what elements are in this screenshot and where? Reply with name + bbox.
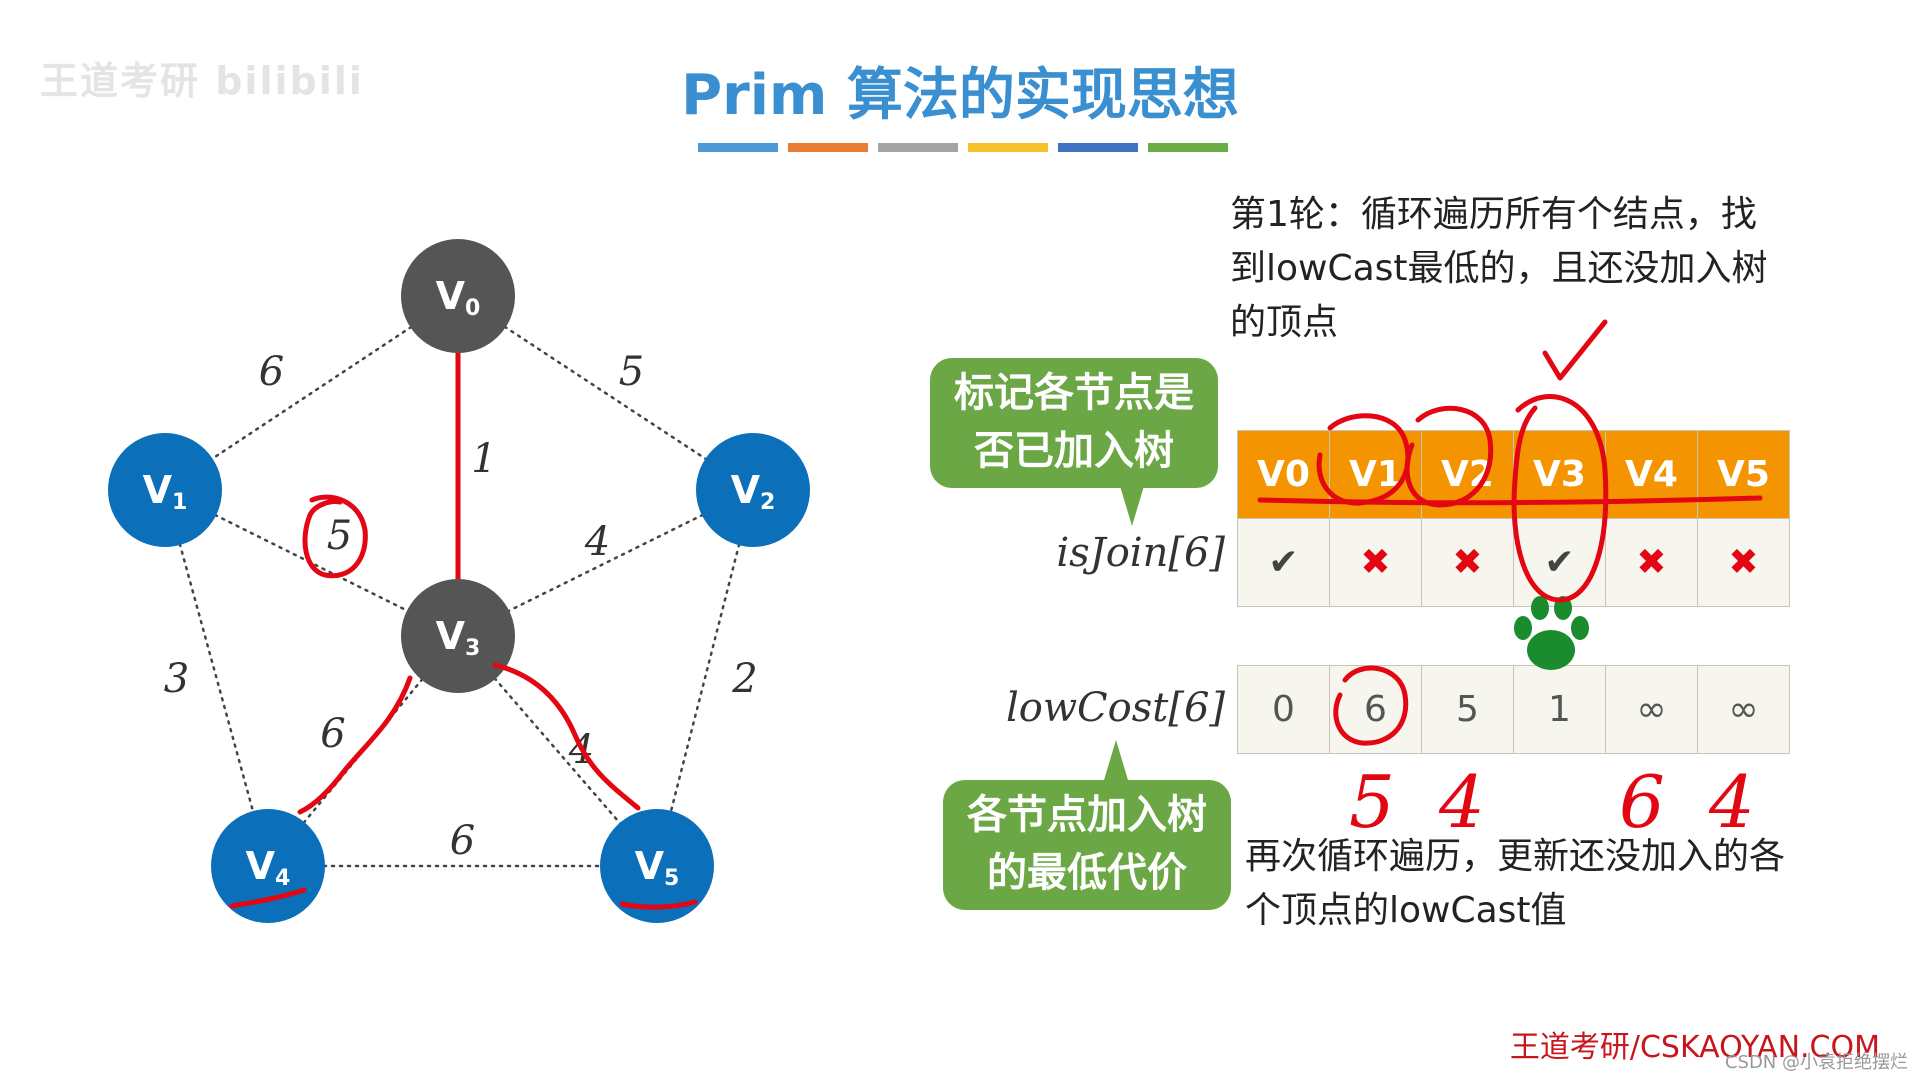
- hand-check-mark: [1542, 319, 1608, 381]
- handwritten-number-2: 6: [1619, 760, 1665, 844]
- edge-v0-v2: [456, 294, 755, 492]
- edge-v0-v1: [163, 294, 460, 492]
- hand-annotations-table: [1257, 319, 1763, 746]
- node-v0: V0: [401, 239, 515, 353]
- node-v4: V4: [211, 809, 325, 923]
- round-note: 第1轮：循环遍历所有个结点，找到lowCast最低的，且还没加入树的顶点: [1230, 194, 1768, 343]
- csdn-watermark: CSDN @小袁拒绝摆烂: [1724, 1052, 1908, 1073]
- title-bar-2: [878, 143, 958, 152]
- edge-weight-v2-v3: 4: [584, 519, 610, 565]
- title-bar-1: [788, 143, 868, 152]
- hand-circle-lowcost-6: [1333, 665, 1409, 746]
- hand-edge-v3-v5: [492, 662, 641, 811]
- lowcost-cell-5: ∞: [1697, 665, 1790, 754]
- node-label-v4: V4: [246, 844, 291, 891]
- check-icon: ✔: [1544, 542, 1575, 583]
- edge-weight-v3-v4: 6: [320, 711, 345, 757]
- node-label-v5: V5: [635, 844, 680, 891]
- edge-weight-v2-v5: 2: [731, 656, 757, 702]
- node-v3: V3: [401, 579, 515, 693]
- node-label-v0: V0: [436, 274, 481, 321]
- header-cell-5: V5: [1697, 430, 1790, 519]
- node-v5: V5: [600, 809, 714, 923]
- edge-v2-v5: [655, 488, 755, 868]
- lowcost-label: lowCost[6]: [1005, 685, 1225, 731]
- node-label-v2: V2: [731, 468, 776, 515]
- hand-circle-v1: [1316, 413, 1411, 506]
- lowcost-cell-0: 0: [1237, 665, 1330, 754]
- header-cell-0: V0: [1237, 430, 1330, 519]
- edge-weight-v1-v4: 3: [164, 656, 189, 702]
- edge-v1-v4: [163, 488, 270, 868]
- watermark-logo: 王道考研 bilibili: [40, 59, 364, 103]
- hand-annotations-graph: [229, 494, 698, 910]
- isjoin-cell-3: ✔: [1513, 518, 1606, 607]
- title-bar-0: [698, 143, 778, 152]
- title-bar-4: [1058, 143, 1138, 152]
- cross-icon: ✖: [1636, 542, 1667, 583]
- cross-icon: ✖: [1452, 542, 1483, 583]
- isjoin-cell-2: ✖: [1421, 518, 1514, 607]
- bubble-isjoin-desc: 标记各节点是否已加入树: [930, 358, 1218, 488]
- hand-underline-headers: [1257, 495, 1763, 506]
- hand-circle-v2: [1404, 405, 1494, 508]
- handwritten-number-1: 4: [1439, 760, 1485, 844]
- edge-weight-v1-v3: 5: [327, 513, 352, 559]
- hand-edge-v3-v4: [297, 675, 413, 815]
- isjoin-cell-4: ✖: [1605, 518, 1698, 607]
- bubble-isjoin-pointer: [1120, 486, 1144, 526]
- handwritten-number-3: 4: [1709, 760, 1755, 844]
- edge-weight-v0-v3: 1: [471, 436, 496, 482]
- node-v1: V1: [108, 433, 222, 547]
- edge-weight-v4-v5: 6: [450, 818, 475, 864]
- bubble-isjoin-text: 标记各节点是否已加入树: [954, 370, 1194, 474]
- handwritten-number-0: 5: [1349, 760, 1395, 844]
- check-icon: ✔: [1268, 542, 1299, 583]
- hand-circle-weight-5: [302, 494, 368, 579]
- edge-weight-v0-v2: 5: [619, 349, 644, 395]
- node-label-v3: V3: [436, 614, 481, 661]
- hand-underline-v5: [619, 899, 698, 910]
- node-v2: V2: [696, 433, 810, 547]
- hand-underline-v4: [229, 887, 307, 909]
- isjoin-row: ✔ ✖ ✖ ✔ ✖ ✖: [1237, 518, 1790, 607]
- isjoin-label: isJoin[6]: [1056, 530, 1225, 576]
- lowcost-cell-4: ∞: [1605, 665, 1698, 754]
- bubble-lowcost-desc: 各节点加入树的最低代价: [943, 780, 1231, 910]
- footer-brand: 王道考研/CSKAOYAN.COM: [1509, 1030, 1880, 1065]
- title-bar-3: [968, 143, 1048, 152]
- isjoin-cell-5: ✖: [1697, 518, 1790, 607]
- title-bar-5: [1148, 143, 1228, 152]
- isjoin-cell-1: ✖: [1329, 518, 1422, 607]
- paw-icon: [1514, 596, 1589, 670]
- slide-title: Prim 算法的实现思想: [681, 63, 1239, 128]
- bubble-lowcost-text: 各节点加入树的最低代价: [967, 792, 1207, 896]
- node-label-v1: V1: [143, 468, 188, 515]
- cross-icon: ✖: [1360, 542, 1391, 583]
- cross-icon: ✖: [1728, 542, 1759, 583]
- edge-weight-v0-v1: 6: [259, 349, 284, 395]
- isjoin-cell-0: ✔: [1237, 518, 1330, 607]
- update-note: 再次循环遍历，更新还没加入的各个顶点的lowCast值: [1245, 836, 1786, 931]
- hand-circle-v3: [1511, 394, 1609, 603]
- bubble-lowcost-pointer: [1104, 740, 1128, 780]
